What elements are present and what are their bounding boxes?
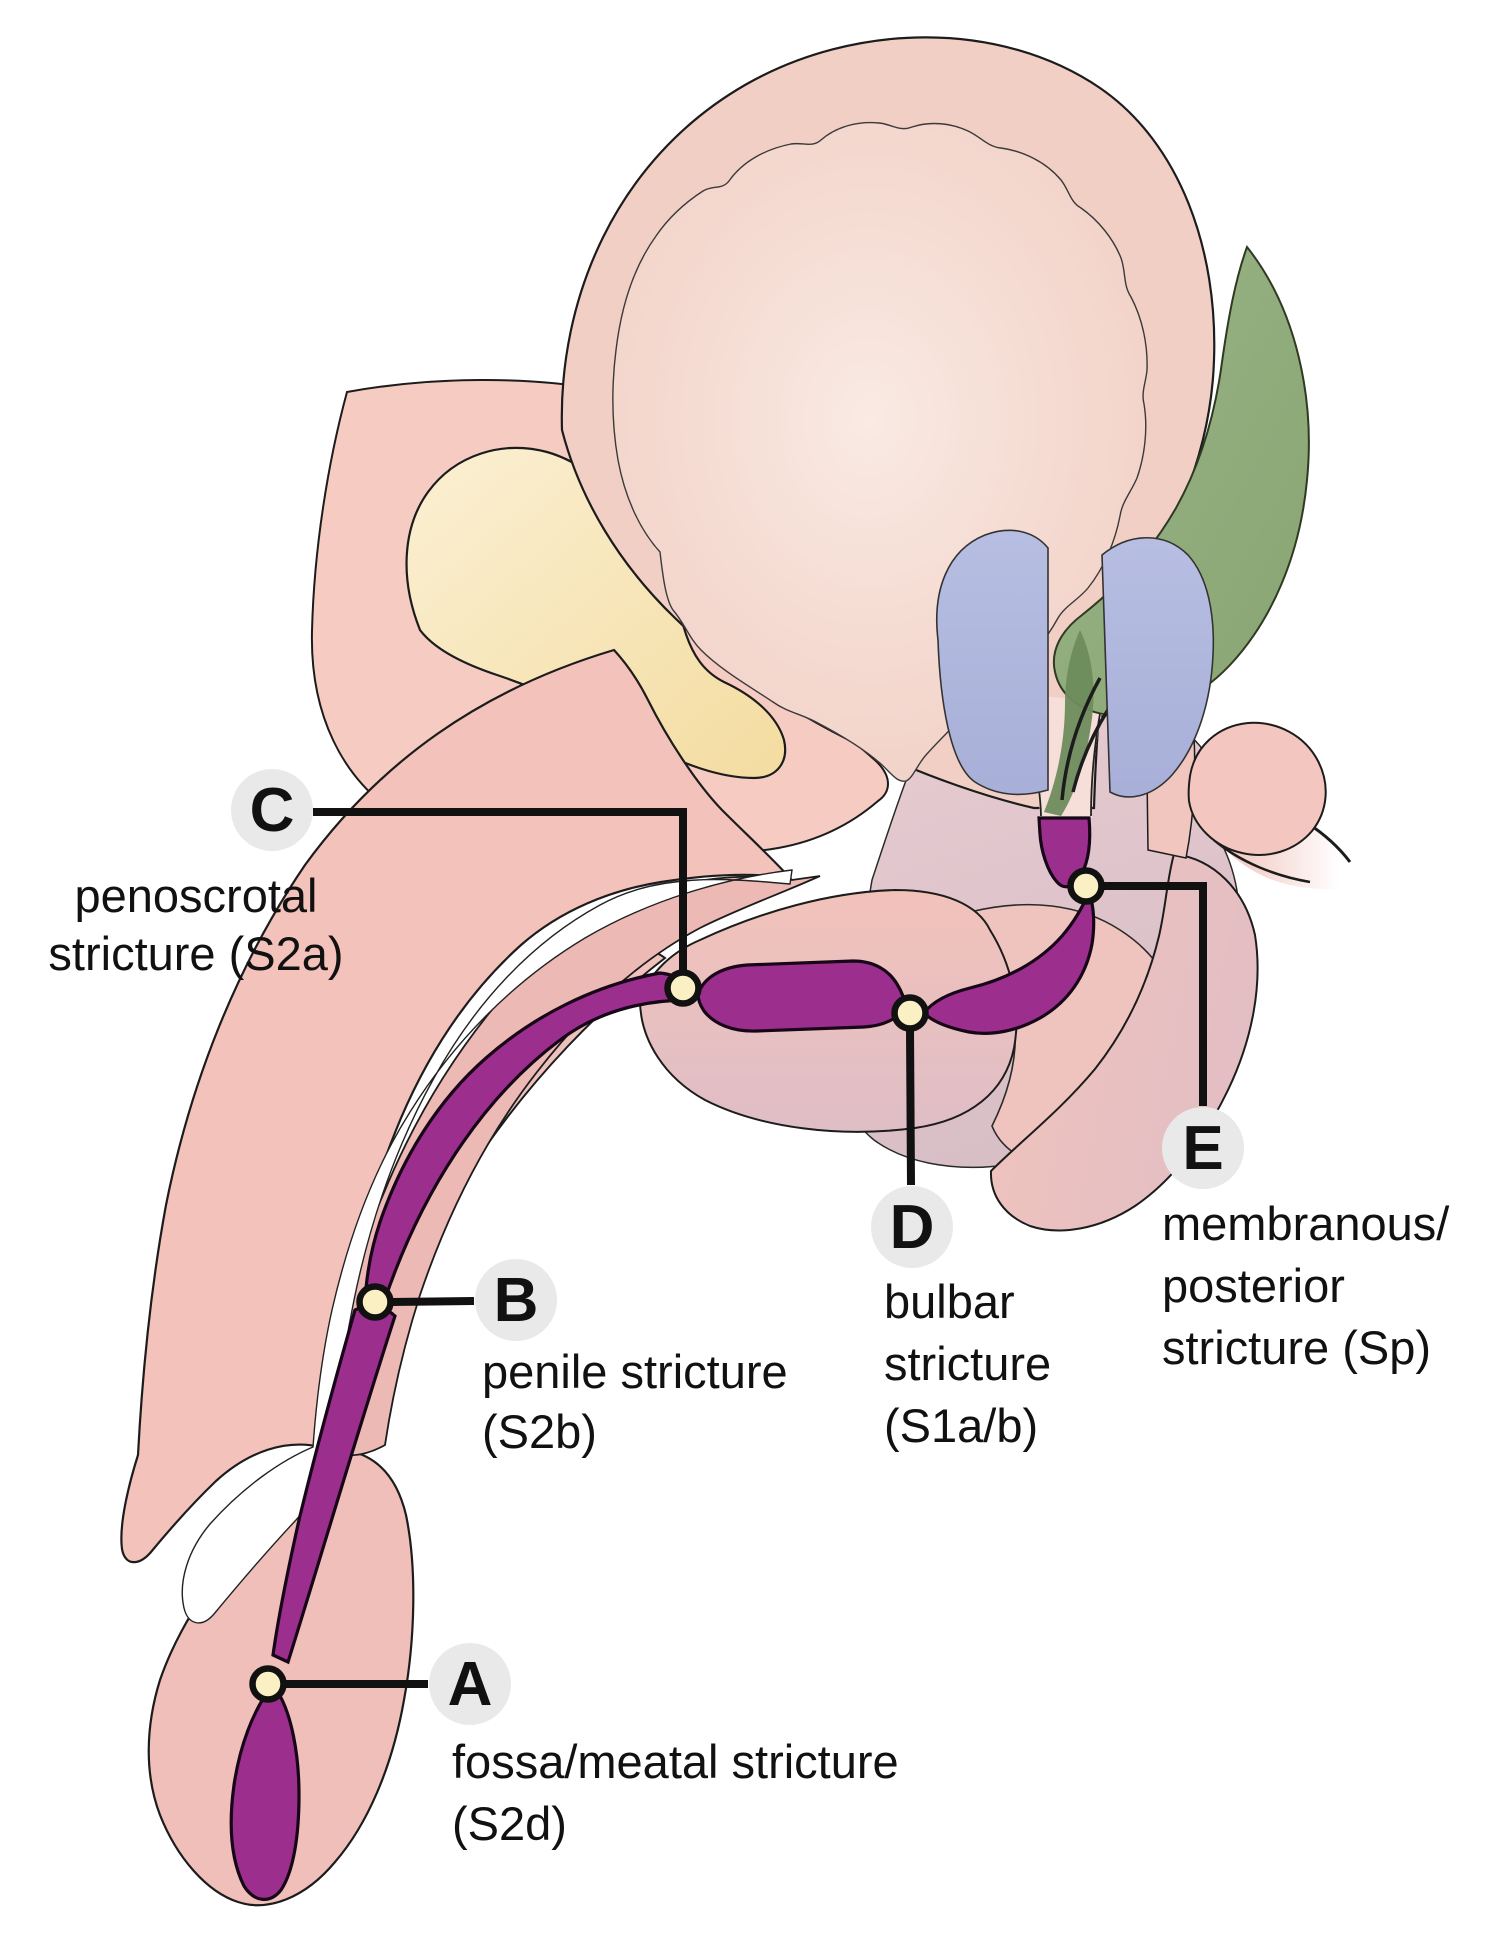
duct-line-2 <box>1060 677 1102 801</box>
prostate-left-lobe <box>936 529 1049 796</box>
marker-A-letter-badge <box>429 1643 511 1725</box>
marker-E-stricture-dot <box>1067 867 1105 905</box>
marker-B-callout-line <box>390 1297 475 1306</box>
marker-D-label-line-3: (S1a/b) <box>884 1399 1038 1452</box>
urethra-penoscrotal-segment <box>696 959 908 1033</box>
marker-A-stricture-dot <box>249 1665 287 1703</box>
marker-D-letter-badge <box>871 1186 953 1268</box>
marker-E-label-line-3: stricture (Sp) <box>1162 1321 1431 1374</box>
marker-E-callout-line <box>1102 882 1207 1106</box>
urethra-fossa-navicularis <box>229 1688 301 1901</box>
marker-E-letter-badge <box>1162 1107 1244 1189</box>
marker-D-label-line-2: stricture <box>884 1337 1051 1390</box>
bladder-neck-funnel-right <box>1090 707 1102 817</box>
marker-C-label-line-2: stricture (S2a) <box>48 927 343 980</box>
marker-B-letter-badge <box>475 1259 557 1341</box>
anal-bump <box>1187 721 1327 856</box>
marker-C-label-line-1: penoscrotal <box>75 869 318 922</box>
urethra-bulbar-segment <box>921 887 1096 1035</box>
marker-E-label-line-1: membranous/ <box>1162 1197 1450 1250</box>
marker-C-stricture-dot <box>664 969 702 1007</box>
marker-D-label-line-1: bulbar <box>884 1275 1015 1328</box>
marker-A-letter: A <box>448 1650 493 1719</box>
marker-C-letter-badge <box>231 769 313 851</box>
marker-D-stricture-dot <box>891 994 929 1032</box>
marker-B-label-line-2: (S2b) <box>482 1405 597 1458</box>
marker-D-callout-line <box>906 1029 915 1186</box>
marker-C-letter: C <box>250 776 295 845</box>
prostate-right-lobe <box>1101 537 1215 798</box>
marker-C-callout-line <box>313 808 687 971</box>
marker-E-letter: E <box>1182 1114 1223 1183</box>
marker-B-stricture-dot <box>356 1283 394 1321</box>
marker-A-label-line-1: fossa/meatal stricture <box>452 1735 899 1788</box>
marker-E-label-line-2: posterior <box>1162 1259 1345 1312</box>
preputial-space <box>181 869 793 1624</box>
marker-B-label-line-1: penile stricture <box>482 1345 788 1398</box>
marker-B-letter: B <box>494 1266 539 1335</box>
marker-D-letter: D <box>890 1193 935 1262</box>
urethra-distal-segment <box>271 1304 397 1665</box>
marker-A-label-line-2: (S2d) <box>452 1797 567 1850</box>
